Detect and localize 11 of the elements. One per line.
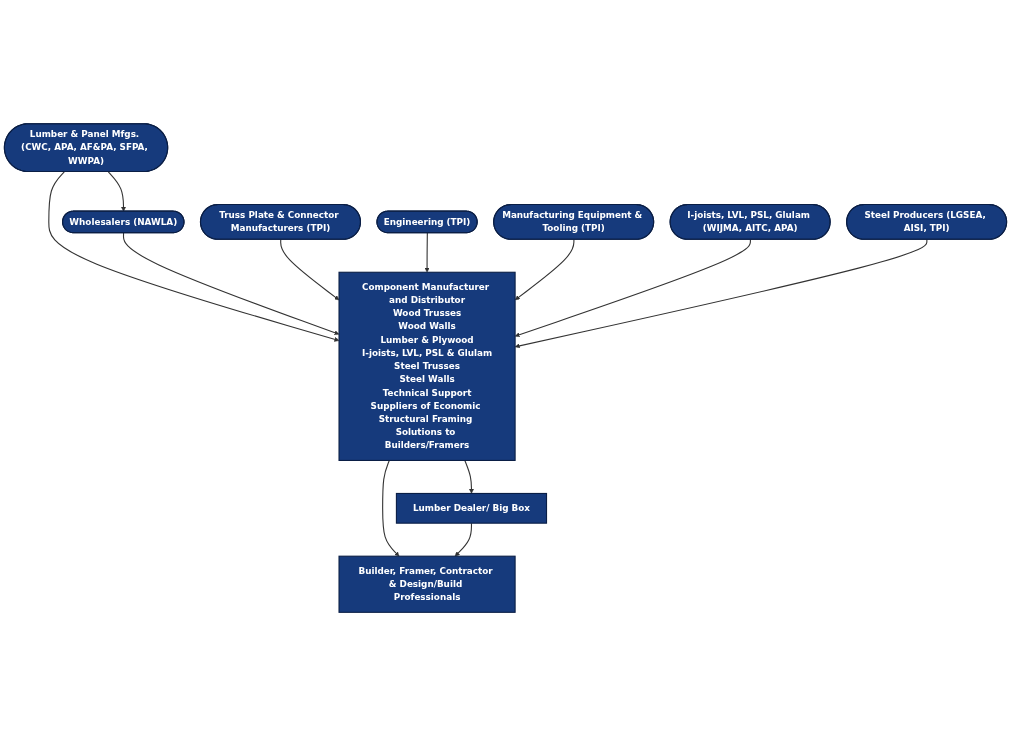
arrow <box>280 238 340 301</box>
arrow <box>48 171 340 342</box>
arrow <box>454 522 473 557</box>
node-box: Lumber Dealer/ Big Box <box>395 492 548 524</box>
arrow <box>424 232 430 273</box>
arrow <box>122 232 340 336</box>
arrow <box>107 171 126 212</box>
arrow <box>464 459 474 494</box>
arrow <box>382 459 400 557</box>
node-box: Builder, Framer, Contractor & Design/Build Professionals <box>338 555 516 613</box>
node-box: Component Manufacturer and Distributor Wood Trusses Wood Walls Lumber & Plywood I-joists, LVL, PSL & Glulam Steel Trusses Steel Walls Technical Support Suppliers of Economic Structural Framing Solutions to Builders/Framers <box>338 271 516 461</box>
